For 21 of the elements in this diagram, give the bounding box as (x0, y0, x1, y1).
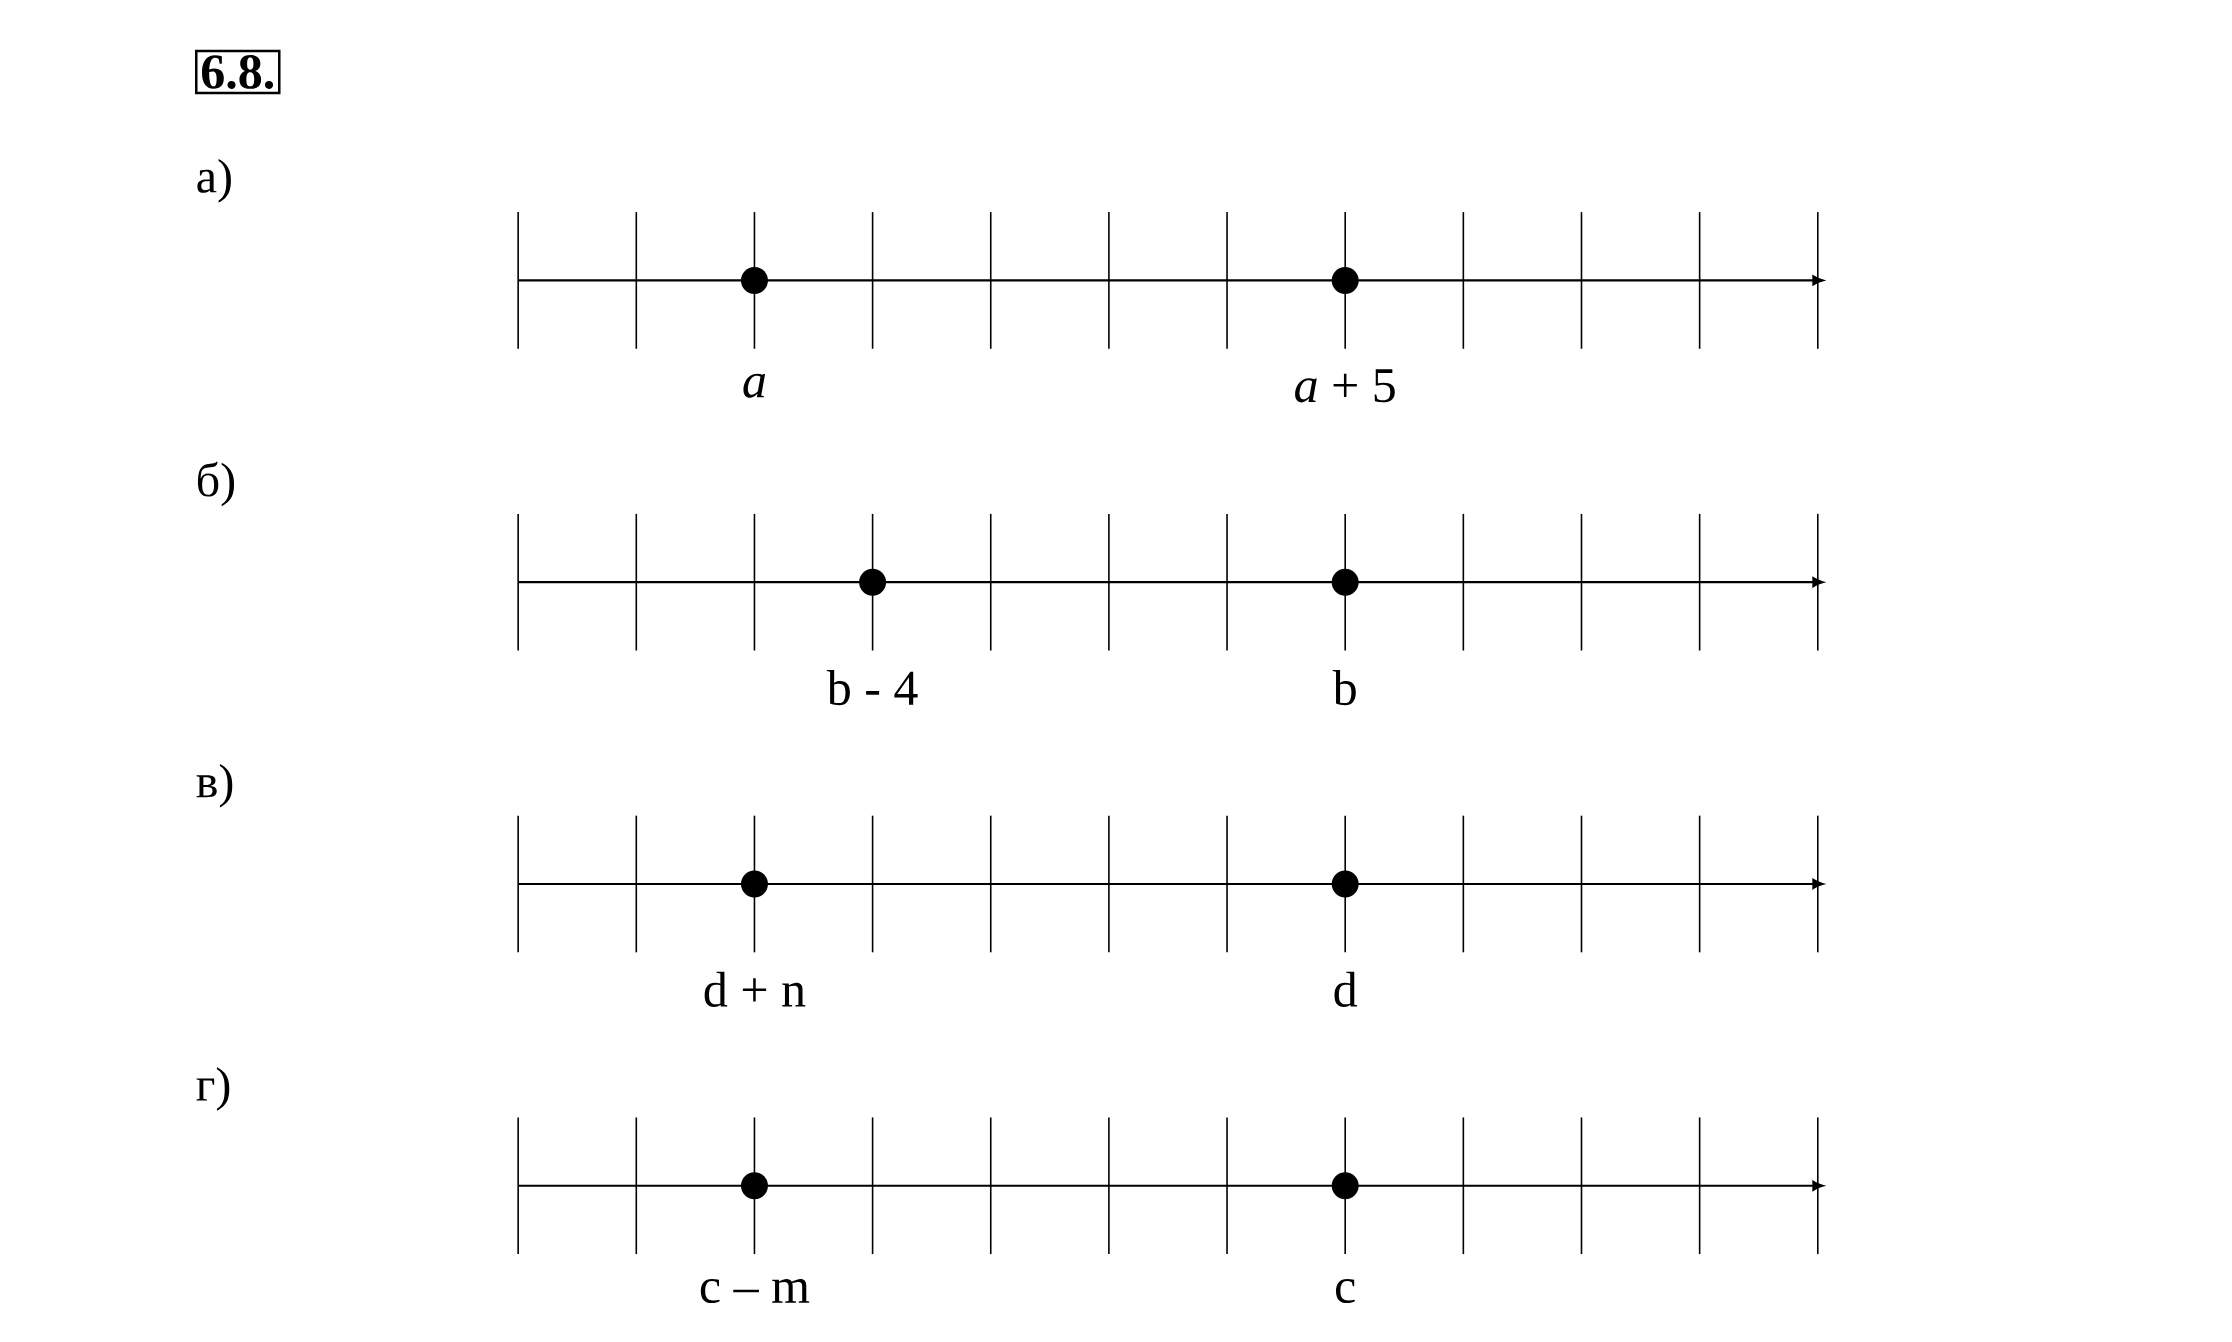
part-label: б) (197, 461, 234, 507)
part-label: а) (197, 158, 231, 203)
point (1331, 266, 1359, 294)
point (1331, 870, 1359, 898)
point-label: a (743, 373, 766, 398)
point (740, 266, 768, 294)
point (859, 568, 887, 596)
point (740, 870, 768, 898)
point-label: c – m (700, 1278, 810, 1303)
point-label: b - 4 (826, 669, 918, 705)
point (1331, 1172, 1359, 1200)
point-label: d (1334, 971, 1358, 1007)
point (1331, 568, 1359, 596)
point-label: b (1332, 669, 1356, 705)
point-label: a + 5 (1295, 369, 1395, 403)
part-label: г) (196, 1067, 230, 1111)
point (740, 1172, 768, 1200)
exercise-number: 6.8. (195, 49, 281, 95)
point-label: d + n (704, 971, 806, 1007)
point-label: c (1336, 1278, 1355, 1303)
part-label: в) (196, 763, 233, 808)
